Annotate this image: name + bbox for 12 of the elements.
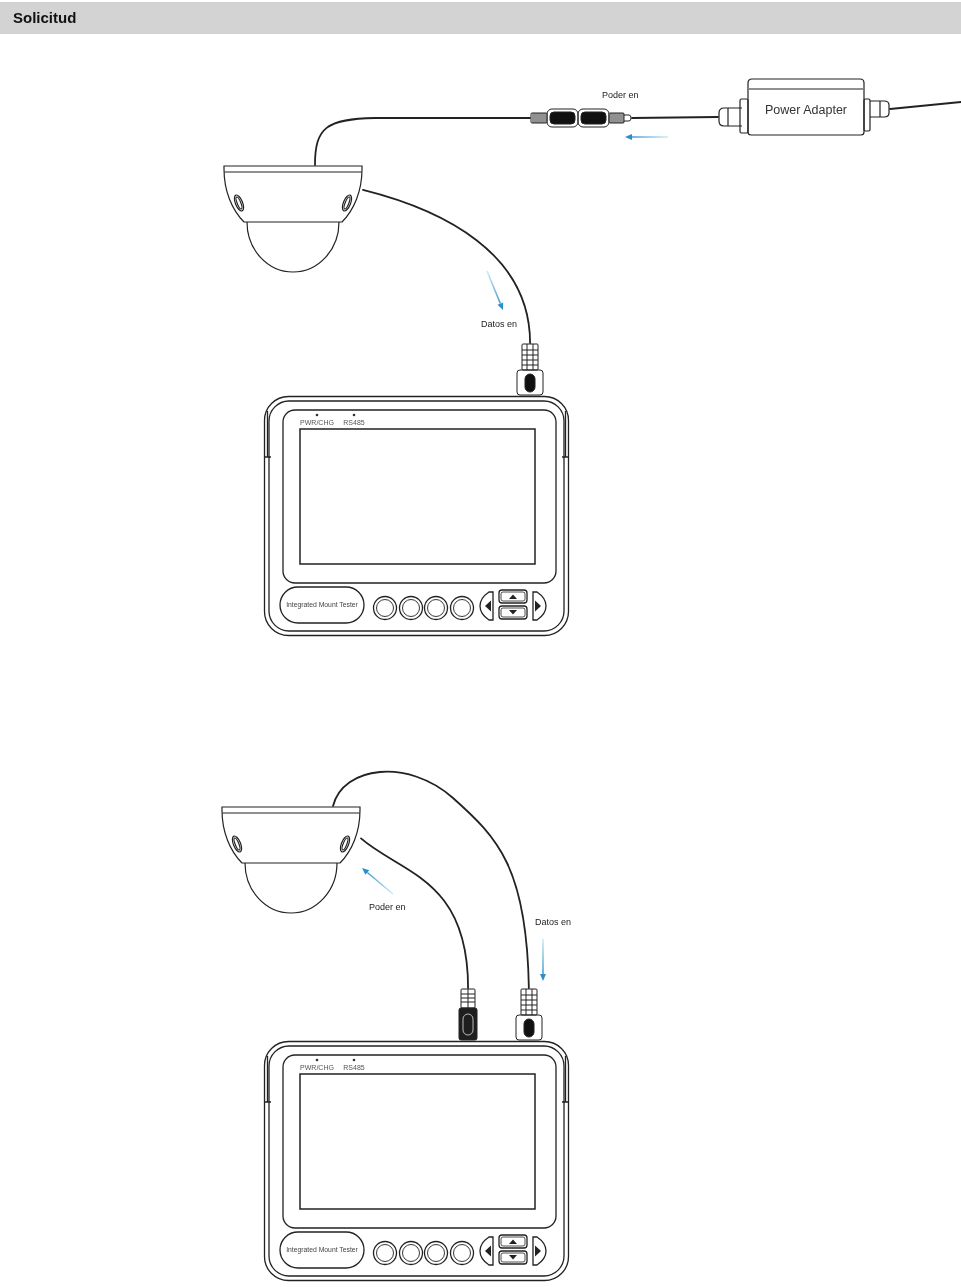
cable <box>314 117 531 166</box>
cable <box>889 101 961 110</box>
edge-label: Datos en <box>480 319 519 330</box>
section-heading: Solicitud <box>0 2 961 34</box>
cable <box>332 770 530 989</box>
cable <box>362 188 531 344</box>
cable <box>360 837 469 989</box>
edge-label: Datos en <box>534 917 573 928</box>
edge-label: Poder en <box>368 902 407 913</box>
device-label: Power Adapter <box>765 102 847 118</box>
cable <box>631 116 719 119</box>
edge-label: Poder en <box>601 90 640 101</box>
